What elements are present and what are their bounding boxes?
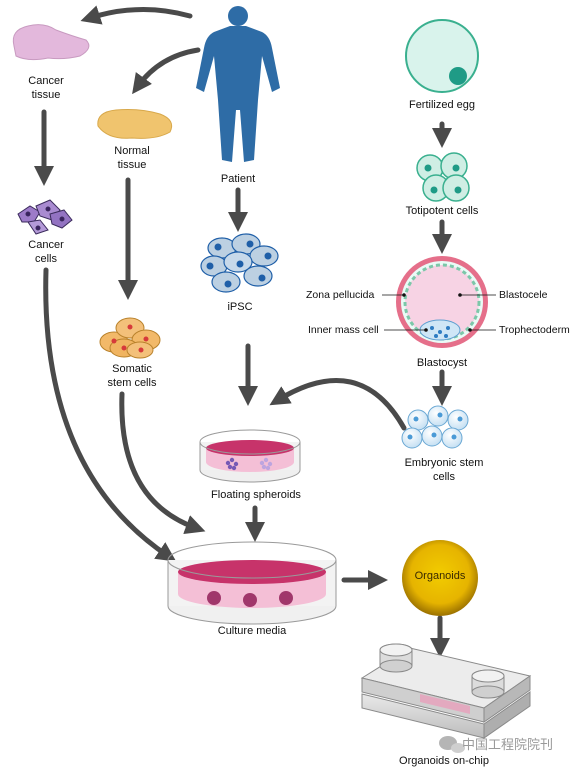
embryonic-stem-cells <box>401 405 469 449</box>
arrow-patient-to-normal-tissue <box>132 47 201 95</box>
label-inner-mass-cell: Inner mass cell <box>308 324 379 336</box>
label-floating-spheroids: Floating spheroids <box>211 489 301 501</box>
label-trophectoderm: Trophectoderm <box>499 324 570 336</box>
label-blastocele: Blastocele <box>499 289 548 301</box>
organoid-sphere <box>402 540 478 616</box>
organoids-chip <box>360 643 532 739</box>
label-patient: Patient <box>220 173 256 185</box>
somatic-stem-cells-cluster <box>99 317 161 359</box>
cancer-tissue-shape <box>12 24 90 61</box>
label-organoids-on-chip: Organoids on-chip <box>399 755 489 767</box>
label-esc-line1: Embryonic stem <box>404 457 484 469</box>
fertilized-egg <box>405 19 479 93</box>
label-totipotent-cells: Totipotent cells <box>405 205 479 217</box>
label-normal-tissue: Normal tissue <box>104 144 160 172</box>
label-cancer-cells: Cancer cells <box>18 238 74 266</box>
cancer-cells-cluster <box>17 199 73 235</box>
label-normal-tissue-line2: tissue <box>117 159 147 171</box>
label-fertilized-egg: Fertilized egg <box>408 99 476 111</box>
label-culture-media: Culture media <box>217 625 287 637</box>
arrow-somatic-to-media <box>119 391 206 535</box>
culture-media-dish <box>167 541 337 625</box>
watermark-logo <box>439 736 465 753</box>
label-normal-tissue-line1: Normal <box>114 145 150 157</box>
label-cancer-tissue-line2: tissue <box>31 89 61 101</box>
arrows <box>34 5 452 658</box>
patient-figure <box>196 6 280 162</box>
arrow-cancer-cells-to-media <box>43 267 177 562</box>
label-cancer-tissue-line1: Cancer <box>28 75 64 87</box>
ipsc-cluster <box>200 233 279 293</box>
label-zona-pellucida: Zona pellucida <box>306 289 375 301</box>
label-cancer-cells-line1: Cancer <box>28 239 64 251</box>
floating-spheroids-dish <box>199 429 301 483</box>
label-embryonic-stem-cells: Embryonic stem cells <box>392 456 496 484</box>
watermark-text: 中国工程院院刊 <box>462 737 554 752</box>
label-cancer-tissue: Cancer tissue <box>18 74 74 102</box>
blastocyst <box>382 256 496 348</box>
label-somatic-line1: Somatic <box>112 363 152 375</box>
label-somatic-line2: stem cells <box>107 377 157 389</box>
arrow-esc-to-spheroids <box>269 377 407 431</box>
arrow-patient-to-cancer-tissue <box>80 5 193 25</box>
label-somatic-stem-cells: Somatic stem cells <box>96 362 168 390</box>
label-ipsc: iPSC <box>227 301 253 313</box>
totipotent-cells <box>416 152 470 202</box>
label-esc-line2: cells <box>432 471 455 483</box>
normal-tissue-shape <box>97 109 173 139</box>
label-organoids: Organoids <box>414 570 466 582</box>
label-blastocyst: Blastocyst <box>416 357 468 369</box>
label-cancer-cells-line2: cells <box>34 253 57 265</box>
